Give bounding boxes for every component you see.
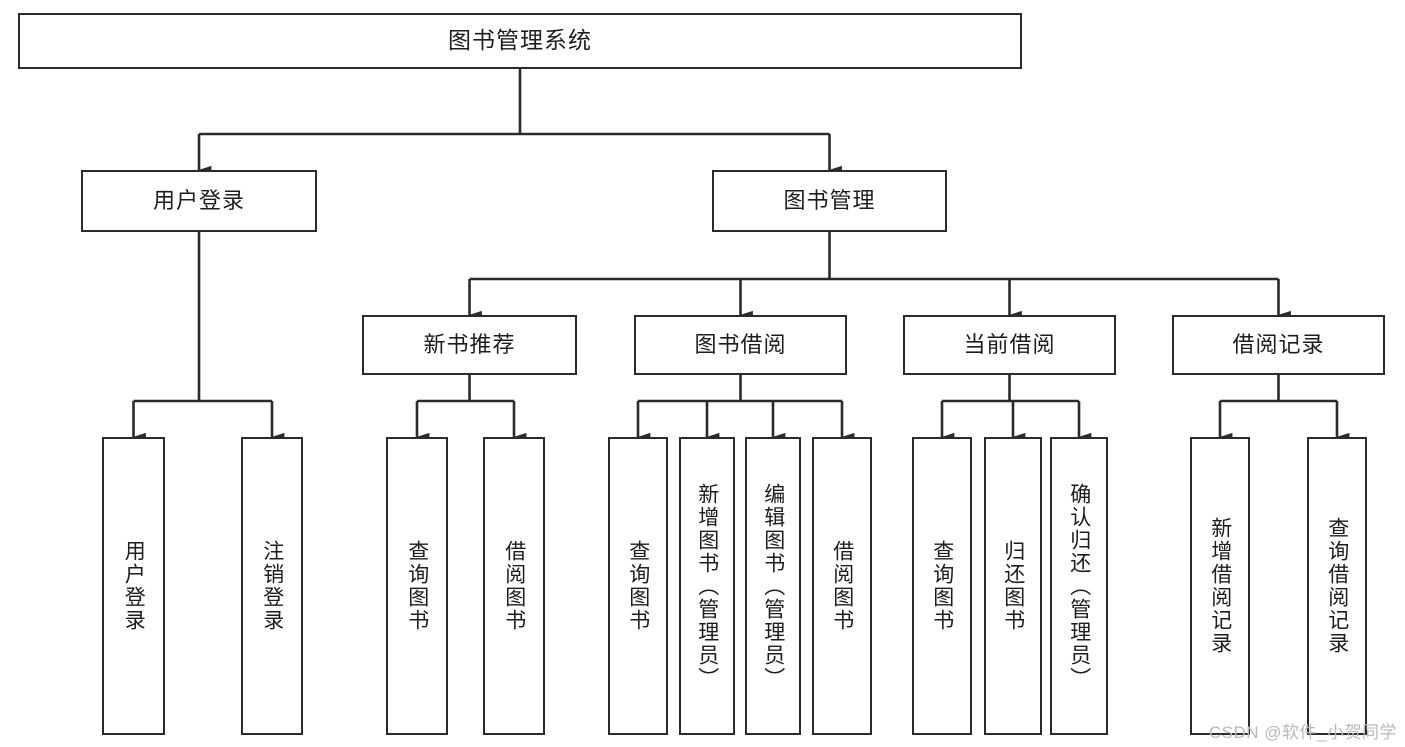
node-label: 查询图书 xyxy=(626,540,650,632)
node-label: 图书管理 xyxy=(783,187,876,213)
node-leaf-br-q[interactable]: 查询图书 xyxy=(608,437,668,735)
node-leaf-nb-b[interactable]: 借阅图书 xyxy=(483,437,545,735)
node-leaf-rc-add[interactable]: 新增借阅记录 xyxy=(1190,437,1250,735)
node-leaf-br-ed[interactable]: 编辑图书（管理员） xyxy=(745,437,801,735)
csdn-watermark: CSDN @软件_小贺同学 xyxy=(1208,723,1397,742)
node-label: 注销登录 xyxy=(260,540,284,632)
node-label: 新书推荐 xyxy=(423,331,516,357)
node-leaf-rc-q[interactable]: 查询借阅记录 xyxy=(1307,437,1367,735)
node-root[interactable]: 图书管理系统 xyxy=(18,13,1022,69)
node-label: 查询图书 xyxy=(405,540,429,632)
node-leaf-br-bor[interactable]: 借阅图书 xyxy=(812,437,872,735)
node-label: 当前借阅 xyxy=(963,331,1056,357)
node-label: 图书管理系统 xyxy=(448,27,592,54)
node-label: 新增图书（管理员） xyxy=(695,482,719,690)
node-leaf-nb-q[interactable]: 查询图书 xyxy=(386,437,448,735)
node-borrow[interactable]: 图书借阅 xyxy=(634,315,847,375)
node-leaf-login[interactable]: 用户登录 xyxy=(102,437,165,735)
node-label: 查询借阅记录 xyxy=(1325,517,1349,655)
node-label: 借阅记录 xyxy=(1232,331,1325,357)
node-label: 图书借阅 xyxy=(694,331,787,357)
node-label: 借阅图书 xyxy=(502,540,526,632)
node-login[interactable]: 用户登录 xyxy=(81,170,317,232)
node-label: 编辑图书（管理员） xyxy=(761,482,785,690)
node-newbook[interactable]: 新书推荐 xyxy=(362,315,577,375)
node-label: 用户登录 xyxy=(152,187,245,213)
node-label: 归还图书 xyxy=(1001,540,1025,632)
node-current[interactable]: 当前借阅 xyxy=(903,315,1116,375)
node-leaf-cu-cfm[interactable]: 确认归还（管理员） xyxy=(1050,437,1108,735)
node-bookmgmt[interactable]: 图书管理 xyxy=(712,170,947,232)
node-leaf-logout[interactable]: 注销登录 xyxy=(241,437,303,735)
node-label: 新增借阅记录 xyxy=(1208,517,1232,655)
node-label: 借阅图书 xyxy=(830,540,854,632)
node-label: 用户登录 xyxy=(122,540,146,632)
node-label: 确认归还（管理员） xyxy=(1067,482,1091,690)
node-label: 查询图书 xyxy=(930,540,954,632)
node-records[interactable]: 借阅记录 xyxy=(1172,315,1385,375)
node-leaf-br-add[interactable]: 新增图书（管理员） xyxy=(679,437,735,735)
node-leaf-cu-q[interactable]: 查询图书 xyxy=(912,437,972,735)
node-leaf-cu-ret[interactable]: 归还图书 xyxy=(984,437,1042,735)
